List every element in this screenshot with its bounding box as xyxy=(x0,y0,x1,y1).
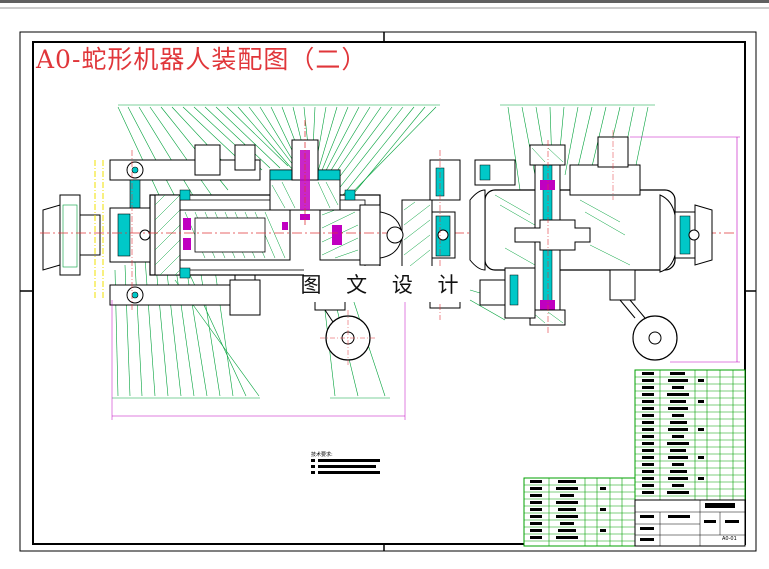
parts-list-table xyxy=(523,369,746,547)
watermark-label: 图 文 设 计 xyxy=(300,266,464,302)
tech-requirements-heading: 技术要求: xyxy=(311,452,333,458)
right-joint-assembly xyxy=(469,104,740,363)
left-joint-assembly xyxy=(42,104,440,420)
drawing-title: A0-蛇形机器人装配图（二） xyxy=(36,45,368,74)
sheet-inner-border xyxy=(32,41,746,545)
technical-requirements xyxy=(311,459,380,474)
drawing-number: A0-01 xyxy=(722,536,737,542)
middle-coupling xyxy=(386,150,461,320)
window-top-edge xyxy=(0,0,769,3)
